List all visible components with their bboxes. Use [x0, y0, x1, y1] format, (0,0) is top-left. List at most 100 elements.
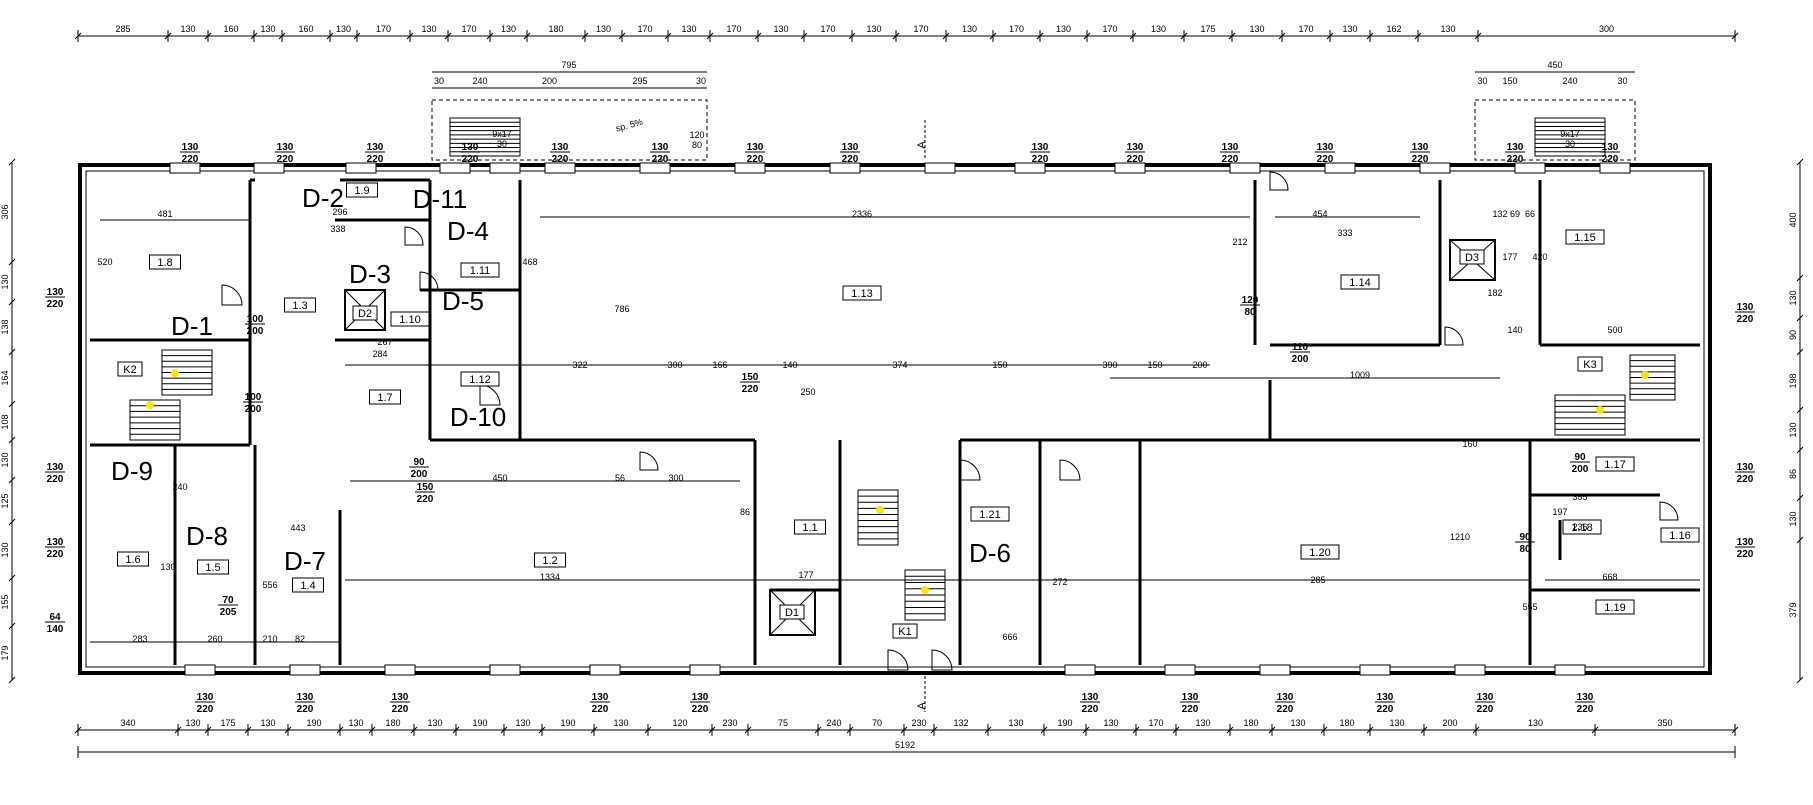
interior-dim-value: 250: [800, 387, 815, 397]
left-dim-value: 155: [0, 594, 10, 609]
left-dim-value: 164: [0, 370, 10, 385]
interior-dim-value: 267: [377, 337, 392, 347]
interior-dim-value: 1334: [540, 572, 560, 582]
room-tag-box: [197, 559, 229, 575]
section-mark-bottom: A: [916, 702, 928, 710]
opening-width: 150: [417, 482, 434, 493]
opening-height: 220: [1127, 154, 1144, 165]
room-label-K3: K3: [1583, 359, 1596, 371]
bottom-dim-value: 190: [1057, 718, 1072, 728]
interior-dim-value: 500: [1607, 325, 1622, 335]
window: [439, 162, 471, 174]
door-swing: [404, 226, 424, 246]
window: [253, 162, 285, 174]
opening-width: 130: [1737, 462, 1754, 473]
opening-width: 130: [182, 142, 199, 153]
bottom-dim-value: 132: [953, 718, 968, 728]
right-dim-value: 379: [1788, 602, 1798, 617]
window: [1419, 162, 1451, 174]
bottom-dim-value: 230: [722, 718, 737, 728]
top-dim-value: 170: [1298, 24, 1313, 34]
opening-height: 220: [1317, 154, 1334, 165]
top-dim-value: 130: [501, 24, 516, 34]
window: [1324, 162, 1356, 174]
window: [1229, 162, 1261, 174]
ne-porch-total: 450: [1547, 60, 1562, 70]
opening-width: 130: [462, 142, 479, 153]
room-label-1-2: 1.2: [542, 555, 557, 567]
interior-dim-value: 150: [1147, 360, 1162, 370]
north-porch: [431, 99, 708, 161]
interior-dim-value: 668: [1602, 572, 1617, 582]
room-tag-box: [794, 519, 826, 535]
window: [1554, 664, 1586, 676]
left-dim-value: 125: [0, 493, 10, 508]
top-dim-value: 130: [1151, 24, 1166, 34]
interior-dim-value: 481: [157, 209, 172, 219]
ne-stair-label: 9x17: [1560, 129, 1580, 139]
room-label-1-21: 1.21: [979, 509, 1000, 521]
interior-dim-value: 338: [330, 224, 345, 234]
room-tag-box: [1660, 527, 1700, 543]
right-dim-value: 130: [1788, 290, 1798, 305]
window: [489, 162, 521, 174]
interior-dim-value: 140: [782, 360, 797, 370]
bottom-dim-value: 190: [560, 718, 575, 728]
dimension-lines: [8, 30, 1804, 758]
north-stair-sub: 30: [497, 139, 507, 149]
door-swing: [1659, 501, 1679, 521]
opening-width: 130: [47, 287, 64, 298]
opening-height: 220: [1277, 704, 1294, 715]
room-label-D2: D2: [358, 308, 372, 320]
room-label-1-15: 1.15: [1574, 232, 1595, 244]
opening-width: 130: [842, 142, 859, 153]
room-label-1-16: 1.16: [1669, 530, 1690, 542]
door-tag-d-5: D-5: [442, 286, 484, 316]
interior-dim-value: 130: [160, 562, 175, 572]
top-dim-value: 130: [421, 24, 436, 34]
porch-total: 795: [561, 60, 576, 70]
room-label-1-10: 1.10: [399, 314, 420, 326]
right-dim-value: 86: [1788, 469, 1798, 479]
opening-width: 130: [552, 142, 569, 153]
opening-height: 220: [1737, 549, 1754, 560]
room-label-1-1: 1.1: [802, 522, 817, 534]
opening-width: 130: [197, 692, 214, 703]
room-label-1-20: 1.20: [1309, 547, 1330, 559]
room-tag-box: [779, 604, 805, 620]
room-tag-box: [970, 506, 1010, 522]
porch-door-h: 80: [692, 140, 702, 150]
opening-height: 220: [197, 704, 214, 715]
room-label-1-7: 1.7: [377, 392, 392, 404]
opening-width: 130: [592, 692, 609, 703]
top-dim-value: 175: [1200, 24, 1215, 34]
opening-width: 90: [413, 457, 425, 468]
top-dim-value: 130: [1342, 24, 1357, 34]
room-label-1-9: 1.9: [354, 185, 369, 197]
window: [689, 664, 721, 676]
opening-height: 220: [1182, 704, 1199, 715]
interior-dim-value: 82: [295, 634, 305, 644]
bottom-dim-value: 175: [220, 718, 235, 728]
room-tag-box: [534, 552, 566, 568]
room-label-1-12: 1.12: [469, 374, 490, 386]
opening-height: 205: [220, 607, 237, 618]
window: [1164, 664, 1196, 676]
porch-door-w: 120: [689, 130, 704, 140]
bottom-dim-value: 130: [613, 718, 628, 728]
interior-dim-value: 210: [262, 634, 277, 644]
top-dim-value: 130: [962, 24, 977, 34]
opening-height: 220: [297, 704, 314, 715]
room-tag-box: [352, 305, 378, 321]
window: [1454, 664, 1486, 676]
interior-dim-value: 240: [172, 482, 187, 492]
opening-height: 220: [367, 154, 384, 165]
left-dim-value: 179: [0, 645, 10, 660]
bottom-dim-value: 180: [385, 718, 400, 728]
room-label-1-3: 1.3: [292, 300, 307, 312]
bottom-dim-value: 120: [672, 718, 687, 728]
interior-dim-value: 555: [1522, 602, 1537, 612]
left-dim-value: 130: [0, 274, 10, 289]
opening-height: 220: [742, 384, 759, 395]
walls: [78, 162, 1712, 676]
